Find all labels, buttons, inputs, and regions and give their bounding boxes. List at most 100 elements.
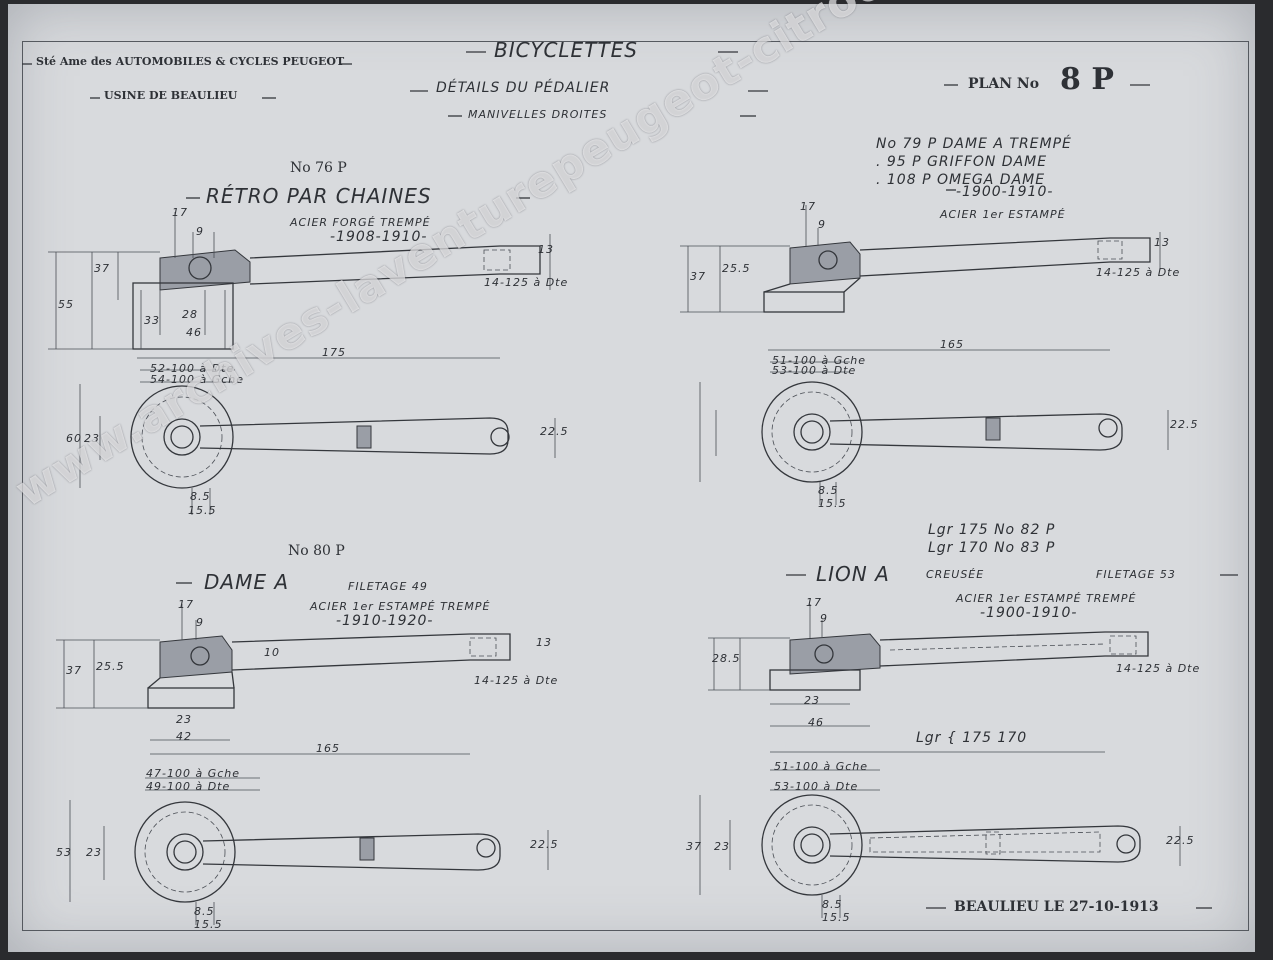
tr-material: ACIER 1er ESTAMPÉ: [940, 208, 1066, 221]
tl-bore-b: 54-100 à Gche: [150, 373, 245, 386]
bl-dim-17: 17: [178, 598, 194, 611]
footer-place-date: BEAULIEU LE 27-10-1913: [954, 899, 1159, 915]
tr-bore-a: 51-100 à Gche: [772, 354, 867, 367]
title-dashes: [22, 51, 1150, 117]
br-dim-23b: 23: [714, 840, 730, 853]
br-thread-note: FILETAGE 53: [1096, 568, 1176, 581]
tl-dim-37: 37: [94, 262, 110, 275]
tl-dim-85: 8.5: [190, 490, 211, 503]
drawing-sheet: [8, 4, 1255, 952]
bl-name: DAME A: [204, 570, 290, 594]
tr-dim-255: 25.5: [722, 262, 751, 275]
tr-variant-1: No 79 P DAME A TREMPÉ: [876, 136, 1072, 152]
tr-dim-13: 13: [1154, 236, 1170, 249]
bl-dim-155: 15.5: [194, 918, 223, 931]
br-front-view: [699, 794, 1181, 918]
drawing-title: BICYCLETTES: [494, 38, 638, 62]
bl-dim-255: 25.5: [96, 660, 125, 673]
bl-dim-10: 10: [264, 646, 280, 659]
tr-years: -1900-1910-: [956, 184, 1054, 200]
section-dashes: [176, 189, 1238, 909]
company-name: Sté Ame des AUTOMOBILES & CYCLES PEUGEOT: [36, 55, 345, 68]
bl-dim-23: 23: [176, 713, 192, 726]
br-dim-155: 15.5: [822, 911, 851, 924]
mid-length-1: Lgr 175 No 82 P: [928, 522, 1056, 538]
bl-side-view: [56, 604, 511, 791]
plan-number: 8 P: [1060, 62, 1114, 97]
drawing-frame: [22, 41, 1249, 931]
br-bore-a: 51-100 à Gche: [774, 760, 869, 773]
tr-dim-225: 22.5: [1170, 418, 1199, 431]
br-name: LION A: [816, 562, 890, 586]
bl-bore-a: 47-100 à Gche: [146, 767, 241, 780]
br-dim-17: 17: [806, 596, 822, 609]
bl-front-view: [69, 800, 549, 925]
mid-number: No 80 P: [288, 543, 345, 559]
bl-thread: 14-125 à Dte: [474, 674, 559, 687]
bl-dim-23b: 23: [86, 846, 102, 859]
tr-side-view: [680, 205, 1161, 373]
tr-dim-37: 37: [690, 270, 706, 283]
tr-variant-2: . 95 P GRIFFON DAME: [876, 154, 1048, 170]
bl-years: -1910-1920-: [336, 613, 434, 629]
bl-dim-13: 13: [536, 636, 552, 649]
tl-dim-33: 33: [144, 314, 160, 327]
tr-thread: 14-125 à Dte: [1096, 266, 1181, 279]
tl-dim-155: 15.5: [188, 504, 217, 517]
tr-dim-165: 165: [940, 338, 964, 351]
drawing-subsubtitle: MANIVELLES DROITES: [468, 108, 608, 121]
tl-side-view: [48, 212, 551, 383]
tl-number: No 76 P: [290, 160, 347, 176]
br-years: -1900-1910-: [980, 605, 1078, 621]
drawing-subtitle: DÉTAILS DU PÉDALIER: [436, 80, 611, 96]
tl-dim-9: 9: [196, 225, 204, 238]
bl-dim-9: 9: [196, 616, 204, 629]
br-dim-23: 23: [804, 694, 820, 707]
bl-dim-85: 8.5: [194, 905, 215, 918]
tl-name: RÉTRO PAR CHAINES: [206, 184, 432, 208]
tr-dim-85: 8.5: [818, 484, 839, 497]
bl-dim-165: 165: [316, 742, 340, 755]
mid-length-2: Lgr 170 No 83 P: [928, 540, 1056, 556]
br-dim-85: 8.5: [822, 898, 843, 911]
plan-label: PLAN No: [968, 76, 1040, 92]
br-thread: 14-125 à Dte: [1116, 662, 1201, 675]
bl-thread-note: FILETAGE 49: [348, 580, 428, 593]
tl-material: ACIER FORGÉ TREMPÉ: [290, 216, 431, 229]
tl-dim-23: 23: [84, 432, 100, 445]
bl-dim-225: 22.5: [530, 838, 559, 851]
tl-dim-175: 175: [322, 346, 346, 359]
tl-dim-225: 22.5: [540, 425, 569, 438]
br-dim-285: 28.5: [712, 652, 741, 665]
br-dim-46: 46: [808, 716, 824, 729]
bl-bore-b: 49-100 à Dte: [146, 780, 231, 793]
bl-dim-37: 37: [66, 664, 82, 677]
tl-dim-28: 28: [182, 308, 198, 321]
tl-dim-13: 13: [538, 243, 554, 256]
bl-dim-53: 53: [56, 846, 72, 859]
br-bore-b: 53-100 à Dte: [774, 780, 859, 793]
tr-variant-3: . 108 P OMEGA DAME: [876, 172, 1046, 188]
tr-dim-155: 15.5: [818, 497, 847, 510]
tr-bore-b: 53-100 à Dte: [772, 364, 857, 377]
tl-front-view: [79, 384, 556, 515]
br-side-view: [708, 604, 1149, 791]
bl-material: ACIER 1er ESTAMPÉ TREMPÉ: [310, 600, 491, 613]
bl-dim-42: 42: [176, 730, 192, 743]
br-dim-225: 22.5: [1166, 834, 1195, 847]
br-material: ACIER 1er ESTAMPÉ TREMPÉ: [956, 592, 1137, 605]
tl-dim-46: 46: [186, 326, 202, 339]
tl-bore-a: 52-100 à Dte: [150, 362, 235, 375]
br-length-note: Lgr { 175 170: [916, 730, 1028, 746]
br-subname: CREUSÉE: [926, 568, 985, 581]
tr-dim-9: 9: [818, 218, 826, 231]
tl-dim-55: 55: [58, 298, 74, 311]
tl-dim-60: 60: [66, 432, 82, 445]
tl-thread: 14-125 à Dte: [484, 276, 569, 289]
br-dim-9: 9: [820, 612, 828, 625]
tl-dim-17: 17: [172, 206, 188, 219]
factory-name: USINE DE BEAULIEU: [104, 89, 238, 102]
br-dim-37: 37: [686, 840, 702, 853]
tl-years: -1908-1910-: [330, 229, 428, 245]
